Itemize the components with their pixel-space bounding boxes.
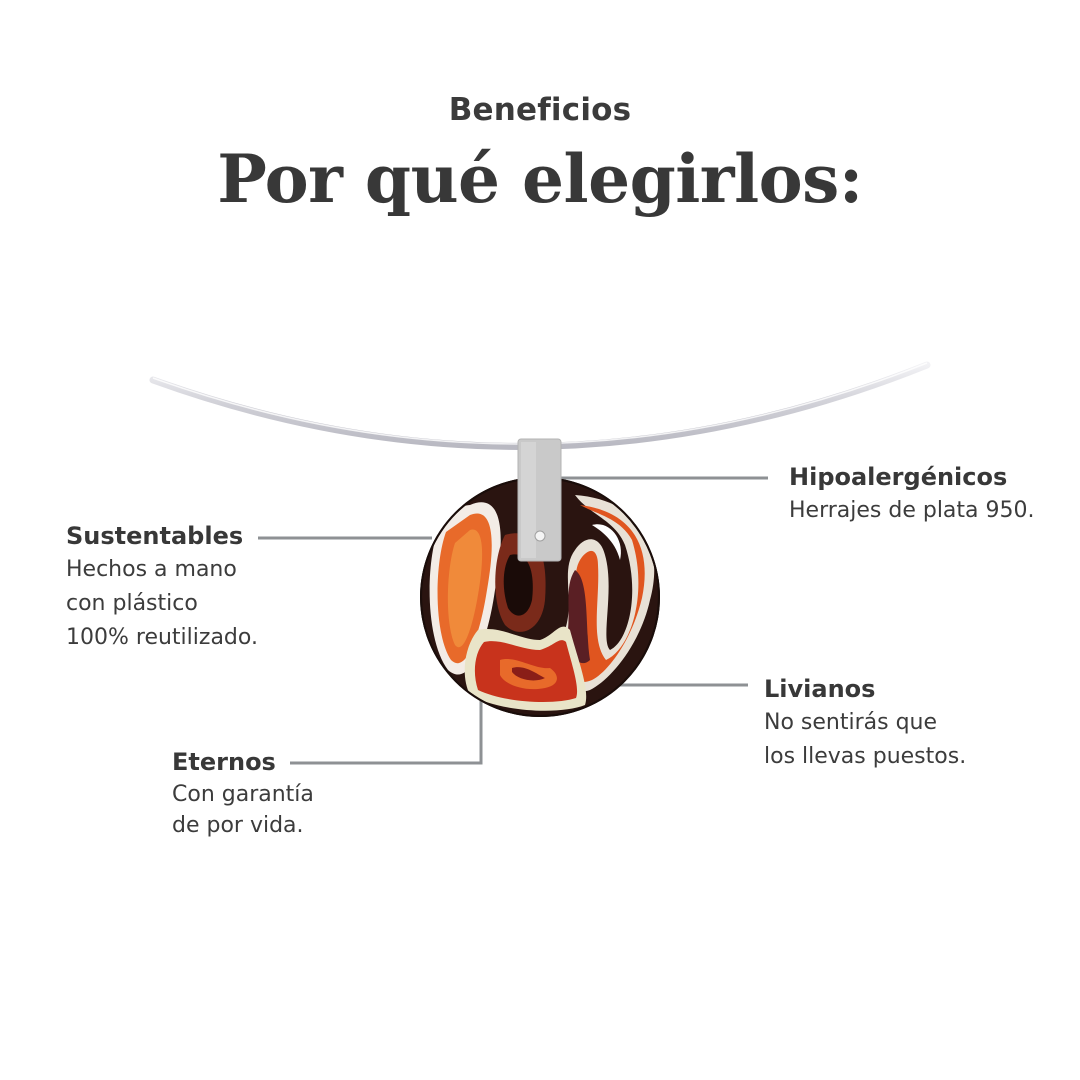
leader-lines: [258, 476, 768, 765]
callout-livianos: Livianos No sentirás que los llevas pues…: [764, 672, 966, 774]
callout-title: Eternos: [172, 748, 276, 776]
callout-eternos: Eternos Con garantía de por vida.: [172, 745, 314, 841]
callout-sustentables: Sustentables Hechos a mano con plástico …: [66, 519, 258, 655]
callout-line: de por vida.: [172, 813, 304, 838]
callout-line: los llevas puestos.: [764, 744, 967, 769]
callout-line: Herrajes de plata 950.: [789, 498, 1035, 523]
pendant-disc-icon: [420, 477, 660, 717]
callout-hipoalergenicos: Hipoalergénicos Herrajes de plata 950.: [789, 460, 1035, 528]
callout-title: Livianos: [764, 675, 876, 703]
necklace-wire-icon: [149, 361, 931, 450]
callout-line: con plástico: [66, 591, 198, 616]
callout-title: Hipoalergénicos: [789, 463, 1008, 491]
callout-title: Sustentables: [66, 522, 244, 550]
callout-line: No sentirás que: [764, 710, 938, 735]
section-eyebrow: Beneficios: [448, 92, 632, 128]
callout-line: Hechos a mano: [66, 557, 237, 582]
callout-line: Con garantía: [172, 782, 314, 807]
silver-bail-icon: [517, 438, 562, 562]
page-title: Por qué elegirlos:: [217, 140, 863, 218]
callout-line: 100% reutilizado.: [66, 625, 258, 650]
